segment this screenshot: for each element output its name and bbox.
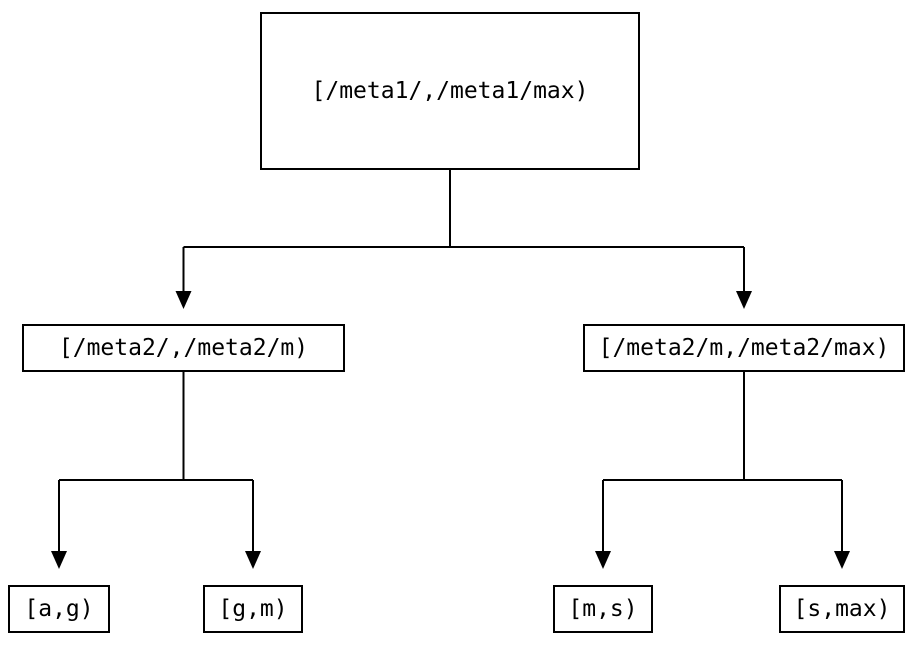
node-leaf-gm-label: [g,m): [218, 596, 288, 622]
node-leaf-gm: [g,m): [203, 585, 303, 633]
arrowhead-left-child: [175, 291, 192, 309]
arrowhead-leaf-ag: [51, 551, 67, 569]
node-right-child: [/meta2/m,/meta2/max): [583, 324, 905, 372]
node-leaf-ms: [m,s): [553, 585, 653, 633]
node-left-child-label: [/meta2/,/meta2/m): [58, 335, 309, 361]
node-left-child: [/meta2/,/meta2/m): [22, 324, 345, 372]
node-right-child-label: [/meta2/m,/meta2/max): [598, 335, 890, 361]
node-leaf-smax-label: [s,max): [793, 596, 891, 622]
edge-root-to-children: [182, 170, 745, 291]
arrowhead-leaf-smax: [834, 551, 850, 569]
node-root: [/meta1/,/meta1/max): [260, 12, 640, 170]
node-leaf-ms-label: [m,s): [568, 596, 638, 622]
arrowhead-leaf-gm: [245, 551, 261, 569]
edge-right-child-to-leaves: [602, 372, 843, 551]
node-leaf-smax: [s,max): [779, 585, 905, 633]
arrowhead-leaf-ms: [595, 551, 611, 569]
arrowhead-right-child: [736, 291, 752, 309]
node-root-label: [/meta1/,/meta1/max): [311, 78, 589, 104]
node-leaf-ag-label: [a,g): [24, 596, 94, 622]
node-leaf-ag: [a,g): [8, 585, 110, 633]
edge-left-child-to-leaves: [58, 372, 254, 551]
